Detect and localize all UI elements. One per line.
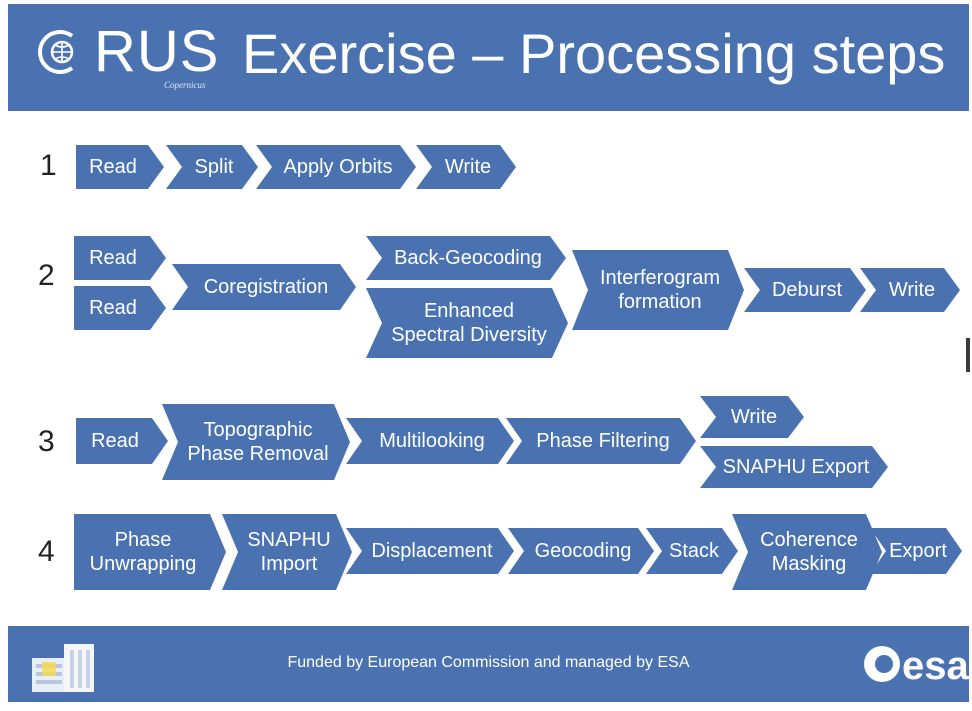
page-title: Exercise – Processing steps [242,22,946,85]
step-write-2: Write [860,268,960,312]
step-export: Export [870,528,962,574]
header-bar: RUS Copernicus Exercise – Processing ste… [8,4,969,111]
step-coherence-masking: Coherence Masking [732,514,882,590]
step-stack: Stack [646,528,738,574]
step-snaphu-export: SNAPHU Export [700,446,888,488]
step-enhanced-spectral-diversity: Enhanced Spectral Diversity [366,288,568,358]
esa-logo-icon: esa [860,642,969,690]
cloud-globe-icon [38,30,74,74]
step-phase-unwrapping: Phase Unwrapping [74,514,226,590]
step-snaphu-import: SNAPHU Import [222,514,352,590]
row-number-2: 2 [38,259,55,292]
step-read-master: Read [74,236,166,280]
step-read-slave: Read [74,286,166,330]
step-geocoding: Geocoding [508,528,654,574]
step-phase-filtering: Phase Filtering [506,418,696,464]
step-apply-orbits: Apply Orbits [256,145,416,189]
eu-building-icon [32,644,94,692]
step-displacement: Displacement [346,528,514,574]
footer-bar: Funded by European Commission and manage… [8,626,969,702]
step-coregistration: Coregistration [172,264,356,310]
step-read-3: Read [76,418,168,464]
step-back-geocoding: Back-Geocoding [366,236,566,280]
step-write-3: Write [700,396,804,438]
esa-logo-text: esa [902,644,969,688]
step-multilooking: Multilooking [346,418,514,464]
step-write: Write [416,145,516,189]
row-number-1: 1 [40,149,57,182]
step-topographic-phase-removal: Topographic Phase Removal [162,404,350,480]
copernicus-subtext: Copernicus [164,80,206,90]
funding-text: Funded by European Commission and manage… [287,654,690,671]
cursor-mark [966,338,970,372]
step-deburst: Deburst [744,268,866,312]
rus-logo-text: RUS [94,19,220,84]
row-number-3: 3 [38,425,55,458]
step-split: Split [166,145,258,189]
step-read: Read [76,145,164,189]
step-interferogram-formation: Interferogram formation [572,250,744,330]
row-number-4: 4 [38,535,55,568]
